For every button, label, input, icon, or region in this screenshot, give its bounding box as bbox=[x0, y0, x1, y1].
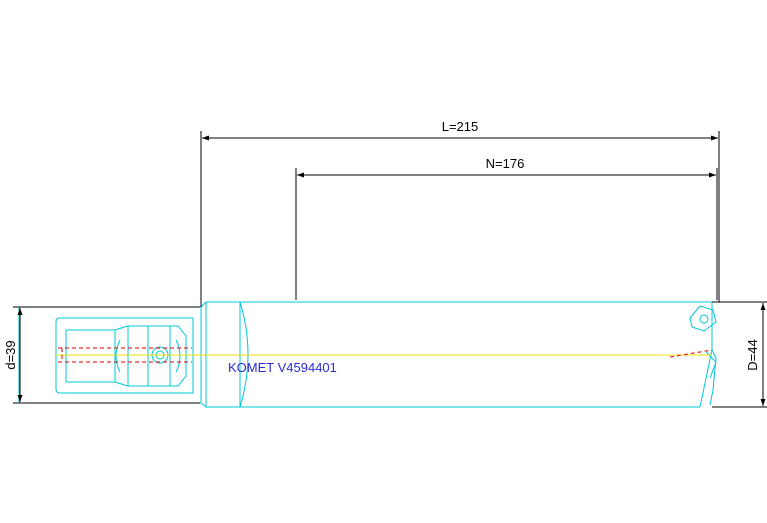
shank-diameter-label: d=39 bbox=[3, 340, 18, 369]
coolant-channel bbox=[58, 347, 713, 363]
usable-length-label: N=176 bbox=[486, 156, 525, 171]
clamping-wedge bbox=[114, 325, 187, 387]
tool-outline bbox=[18, 301, 717, 408]
coupling-outline bbox=[55, 317, 194, 394]
part-number-label: KOMET V4594401 bbox=[228, 360, 337, 375]
overall-length-label: L=215 bbox=[442, 119, 479, 134]
dimension-lines bbox=[13, 131, 767, 408]
cutting-insert bbox=[689, 305, 717, 332]
cutting-diameter-label: D=44 bbox=[745, 339, 760, 370]
